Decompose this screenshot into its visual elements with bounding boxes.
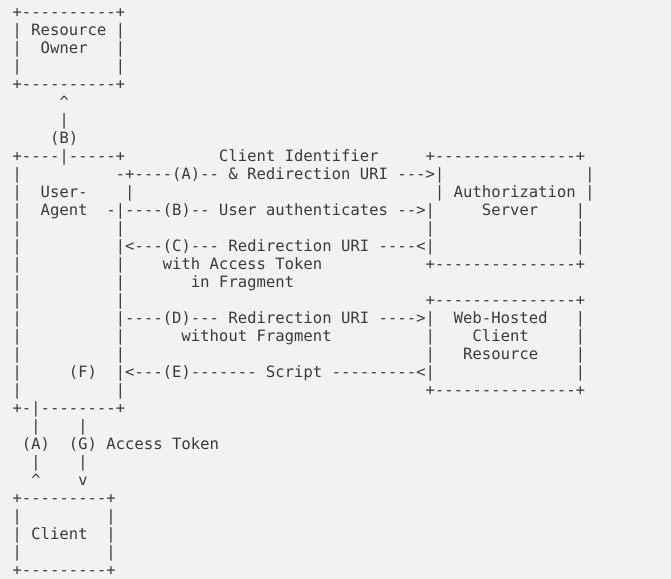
ascii-line: +---------+ xyxy=(3,489,116,507)
ascii-line: +----------+ xyxy=(3,75,126,93)
ascii-line: | Resource | xyxy=(3,21,126,39)
ascii-line: | | xyxy=(3,453,88,471)
ascii-line: | | xyxy=(3,417,88,435)
ascii-line: | Client | xyxy=(3,525,116,543)
ascii-line: | Owner | xyxy=(3,39,126,57)
ascii-line: | (F) |<---(E)------- Script ---------<|… xyxy=(3,363,586,381)
ascii-line: | | in Fragment xyxy=(3,273,295,291)
ascii-line: | | +---------------+ xyxy=(3,291,586,309)
ascii-line: | -+----(A)-- & Redirection URI --->| | xyxy=(3,165,595,183)
ascii-line: | | | | xyxy=(3,219,586,237)
ascii-line: ^ v xyxy=(3,471,88,489)
ascii-line: | | without Fragment | Client | xyxy=(3,327,586,345)
ascii-line: | | xyxy=(3,507,116,525)
ascii-line: +----------+ xyxy=(3,3,126,21)
ascii-art-diagram: +----------+ | Resource | | Owner | | | … xyxy=(3,3,595,579)
ascii-line: (A) (G) Access Token xyxy=(3,435,219,453)
ascii-line: | | xyxy=(3,543,116,561)
ascii-line: ^ xyxy=(3,93,69,111)
ascii-line: (B) xyxy=(3,129,79,147)
ascii-line: | | | Resource | xyxy=(3,345,586,363)
ascii-line: | xyxy=(3,111,69,129)
ascii-line: | | +---------------+ xyxy=(3,381,586,399)
ascii-line: | |----(D)--- Redirection URI ---->| Web… xyxy=(3,309,586,327)
ascii-line: | | xyxy=(3,57,126,75)
ascii-line: | User- | | Authorization | xyxy=(3,183,595,201)
ascii-line: +----|-----+ Client Identifier +--------… xyxy=(3,147,586,165)
ascii-line: +---------+ xyxy=(3,561,116,579)
ascii-line: | | with Access Token +---------------+ xyxy=(3,255,586,273)
ascii-line: | |<---(C)--- Redirection URI ----<| | xyxy=(3,237,586,255)
ascii-line: | Agent -|----(B)-- User authenticates -… xyxy=(3,201,586,219)
ascii-line: +-|--------+ xyxy=(3,399,126,417)
